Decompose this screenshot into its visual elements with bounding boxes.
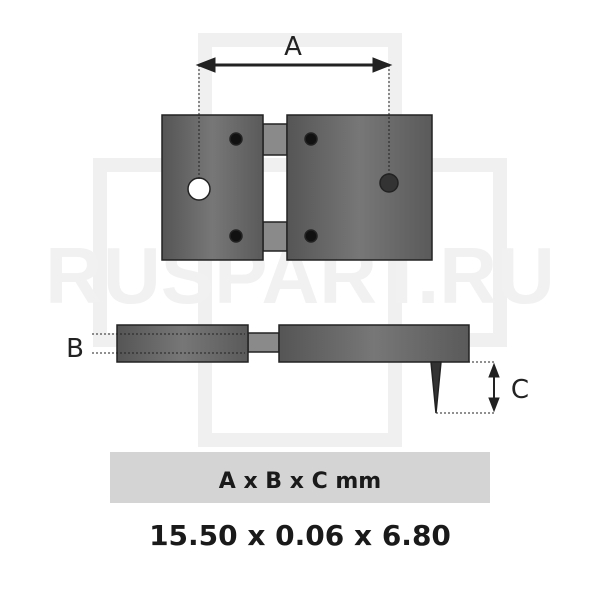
rivet-hole (229, 229, 243, 243)
side-view (116, 324, 470, 414)
mounting-hole (187, 177, 211, 201)
side-right-plate (278, 324, 470, 363)
spec-values: 15.50 x 0.06 x 6.80 (149, 519, 451, 552)
side-connector (247, 332, 280, 353)
spec-header-band (110, 452, 490, 503)
dimension-b (92, 333, 245, 354)
dimension-c (436, 361, 500, 414)
spec-header: A x B x C mm (219, 469, 381, 494)
label-a: A (284, 32, 302, 62)
dimension-a (195, 57, 393, 180)
pin-spike (430, 361, 442, 414)
pin-mark (379, 173, 399, 193)
top-view (161, 114, 433, 261)
rivet-hole (304, 132, 318, 146)
label-c: C (511, 375, 529, 405)
left-plate (161, 114, 264, 261)
rivet-hole (304, 229, 318, 243)
side-left-plate (116, 324, 249, 363)
rivet-hole (229, 132, 243, 146)
bridge-top (262, 123, 288, 156)
label-b: B (66, 334, 84, 364)
bridge-bottom (262, 221, 288, 252)
